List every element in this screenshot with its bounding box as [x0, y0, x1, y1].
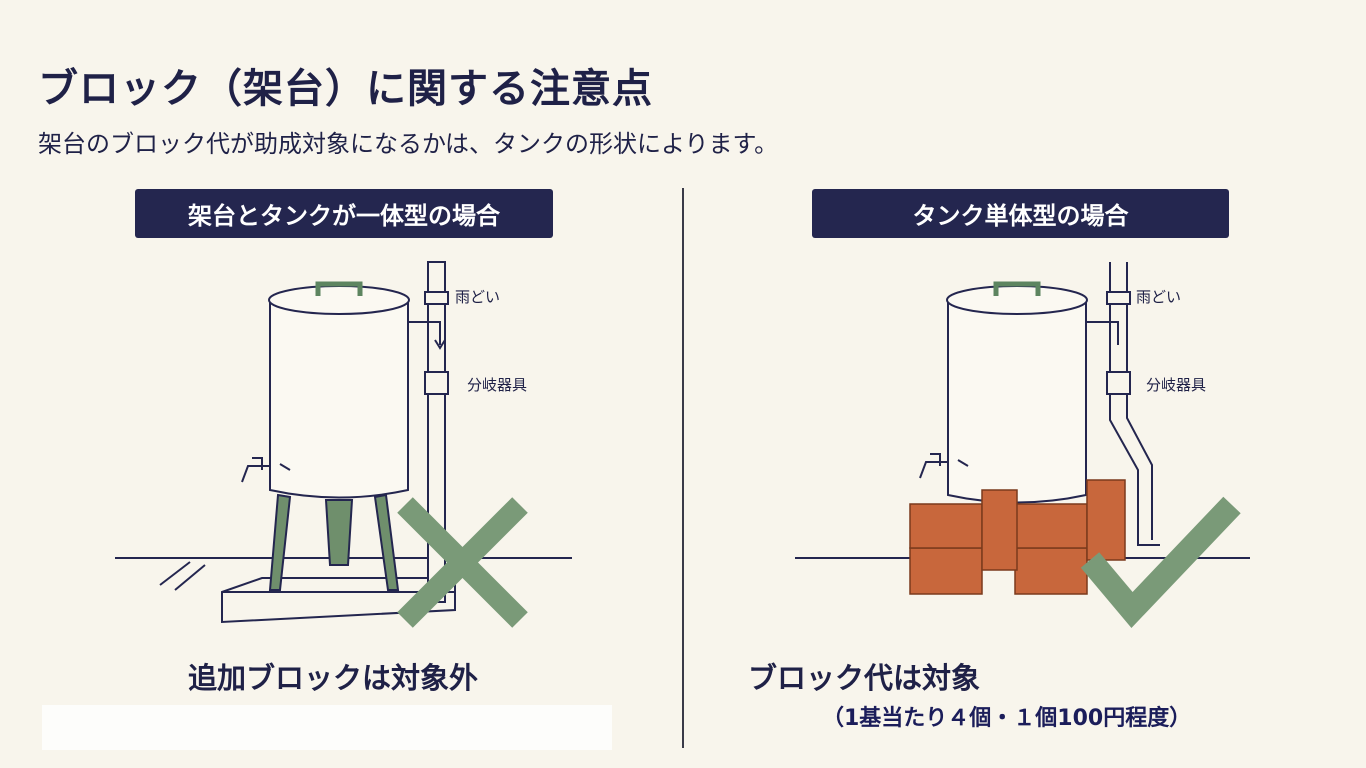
- check-icon: [1080, 496, 1241, 628]
- downspout-pipe: [1109, 262, 1160, 546]
- bricks: [909, 479, 1126, 595]
- page-title: ブロック（架台）に関する注意点: [38, 66, 653, 112]
- right-case-label: タンク単体型の場合: [812, 189, 1229, 238]
- blank-strip: [42, 705, 612, 750]
- page-subtitle: 架台のブロック代が助成対象になるかは、タンクの形状によります。: [38, 130, 779, 158]
- tank-lid: [268, 285, 410, 315]
- left-gutter-label: 雨どい: [455, 288, 501, 306]
- divider: [682, 188, 684, 748]
- tank-lid: [946, 285, 1088, 315]
- left-diverter-label: 分岐器具: [467, 376, 528, 394]
- right-result-note: （1基当たり４個・１個100円程度）: [822, 706, 1192, 731]
- standalone-tank-illustration: [795, 262, 1250, 628]
- left-case-label: 架台とタンクが一体型の場合: [135, 189, 553, 238]
- diverter: [424, 371, 449, 395]
- right-result-text: ブロック代は対象: [748, 661, 981, 695]
- cross-icon: [397, 497, 528, 628]
- right-diverter-label: 分岐器具: [1146, 376, 1207, 394]
- diverter: [1106, 371, 1131, 395]
- tank-body: [947, 300, 1087, 504]
- left-result-text: 追加ブロックは対象外: [188, 661, 479, 695]
- right-gutter-label: 雨どい: [1136, 288, 1182, 306]
- tank-body: [269, 300, 409, 499]
- integrated-tank-illustration: [115, 261, 572, 628]
